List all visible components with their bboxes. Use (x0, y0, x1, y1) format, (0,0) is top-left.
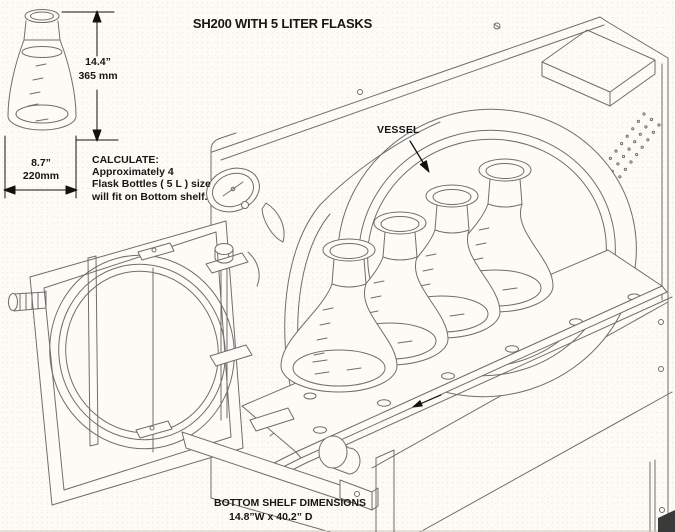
support-arm (181, 431, 379, 511)
pressure-gauge-icon (206, 167, 260, 213)
reference-flask-icon (7, 9, 77, 131)
flask-width-mm: 220mm (22, 169, 60, 182)
corner-mark (658, 510, 675, 532)
hinge-hardware (205, 243, 295, 432)
roof-vent-box (541, 29, 656, 107)
bottom-shelf-heading: BOTTOM SHELF DIMENSIONS (214, 497, 367, 509)
keyhole-shape (247, 202, 285, 287)
stand-legs (375, 449, 395, 532)
vessel-leader-arrow (409, 140, 430, 173)
page-title: SH200 WITH 5 LITER FLASKS (192, 16, 373, 31)
flask-height-mm: 365 mm (78, 69, 118, 82)
calculate-note-heading: CALCULATE: (92, 154, 159, 166)
width-dimension-lines (3, 135, 78, 199)
flask-height-inches: 14.4” (85, 56, 111, 68)
flask-width-dimension-label: 8.7” 220mm (10, 157, 72, 182)
roller (318, 435, 361, 475)
shelf-direction-arrow (412, 394, 442, 408)
bottom-shelf-dimensions: 14.8”W x 40.2” D (229, 511, 313, 523)
flask-icon-1 (280, 238, 398, 393)
tray-rail (267, 285, 673, 478)
flask-width-inches: 8.7” (31, 157, 51, 169)
autoclave-body (0, 16, 675, 532)
flask-height-dimension-label: 14.4” 365 mm (68, 56, 128, 83)
door-lock-mechanism (135, 242, 175, 453)
door-handle (8, 290, 47, 312)
door-slot (87, 255, 99, 447)
vessel-callout-label: VESSEL (377, 124, 420, 136)
calculate-note-line: Flask Bottles ( 5 L ) size (92, 178, 211, 191)
calculate-note-line: Approximately 4 (92, 166, 174, 179)
height-dimension-lines (61, 10, 119, 142)
autoclave-door (8, 220, 244, 506)
calculate-note: CALCULATE: Approximately 4 Flask Bottles… (92, 154, 211, 203)
calculate-note-line: will fit on Bottom shelf. (92, 190, 208, 203)
